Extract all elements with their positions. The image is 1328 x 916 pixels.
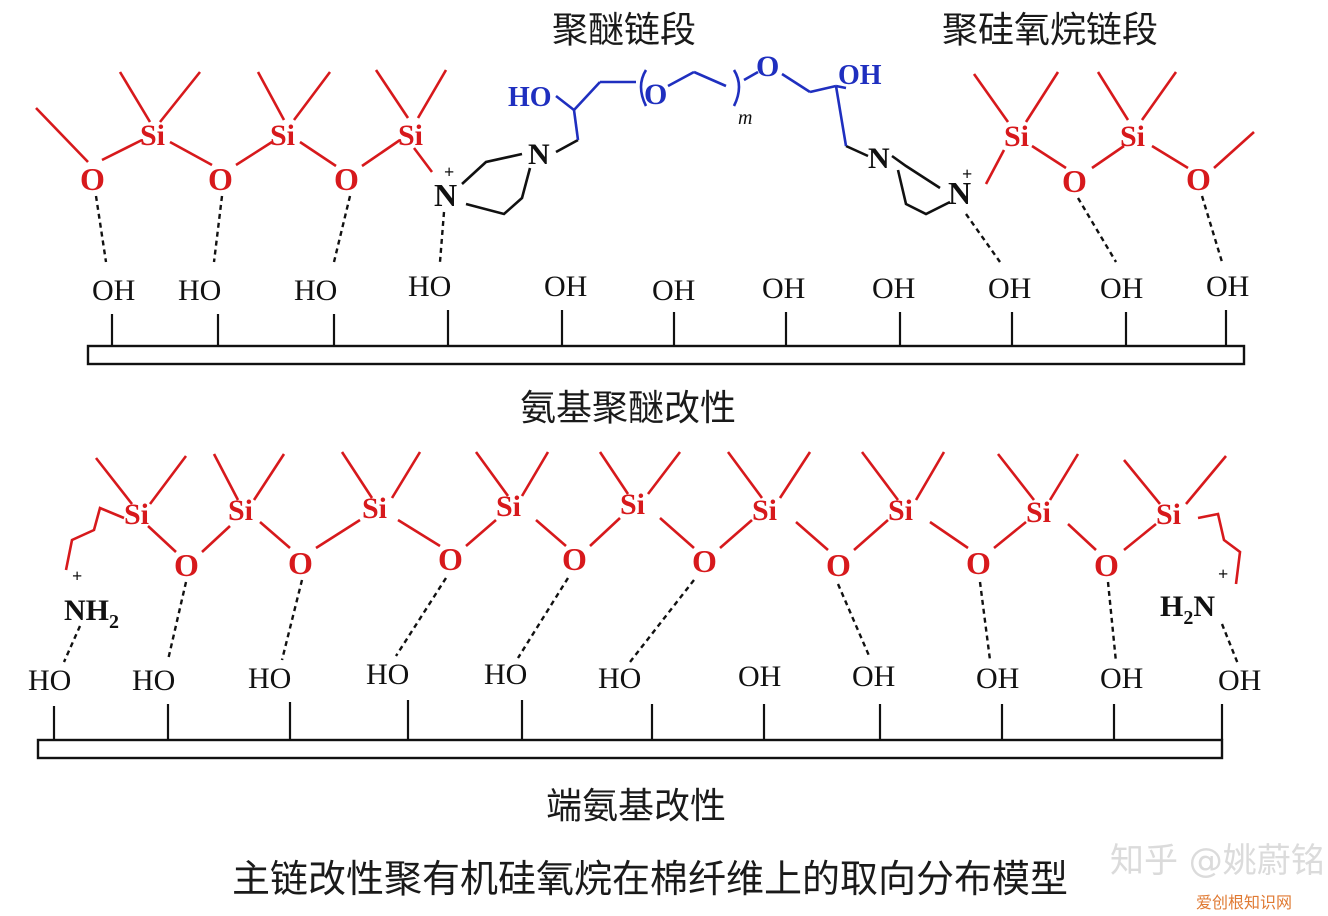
cellulose-oh: OH <box>1206 270 1249 303</box>
figure-caption: 主链改性聚有机硅氧烷在棉纤维上的取向分布模型 <box>232 857 1068 901</box>
amine-subscript: 2 <box>1183 607 1193 629</box>
caption-polysiloxane-segment: 聚硅氧烷链段 <box>942 10 1158 51</box>
panel-title-amino-polyether: 氨基聚醚改性 <box>520 388 736 429</box>
atom-n-plus: N <box>948 175 971 211</box>
cellulose-ho: HO <box>366 658 409 691</box>
cotton-fiber-substrate <box>86 344 1246 366</box>
piperazine-rings <box>461 138 951 216</box>
panel-amino-polyether: Si Si Si O O O Si Si O O N + N N N + <box>35 50 1255 429</box>
atom-o: O <box>80 161 105 197</box>
cellulose-oh: OH <box>544 270 587 303</box>
atom-si: Si <box>620 488 645 521</box>
cellulose-ho: HO <box>294 274 337 307</box>
methyl-bonds <box>94 451 1227 505</box>
atom-si: Si <box>752 494 777 527</box>
siloxane-bonds-left <box>35 69 448 173</box>
cellulose-ho: HO <box>132 664 175 697</box>
atom-si: Si <box>228 494 253 527</box>
atom-si: Si <box>1004 120 1029 153</box>
atom-si: Si <box>362 492 387 525</box>
atom-o: O <box>438 541 463 577</box>
charge-plus: + <box>444 162 454 182</box>
cellulose-oh: OH <box>976 662 1019 695</box>
atom-si: Si <box>1120 120 1145 153</box>
atom-ho: HO <box>508 82 552 113</box>
cellulose-oh: OH <box>652 274 695 307</box>
hydrogen-bonds <box>62 577 1240 665</box>
atom-o: O <box>334 161 359 197</box>
substrate-ticks <box>110 310 1228 346</box>
cellulose-oh: OH <box>872 272 915 305</box>
cellulose-ho: HO <box>598 662 641 695</box>
atom-si: Si <box>1026 496 1051 529</box>
cellulose-oh: OH <box>762 272 805 305</box>
atom-o: O <box>1094 547 1119 583</box>
atom-si: Si <box>888 494 913 527</box>
atom-si: Si <box>140 119 165 152</box>
cellulose-ho: HO <box>484 658 527 691</box>
atom-o: O <box>208 161 233 197</box>
panel-title-terminal-amino: 端氨基改性 <box>546 786 726 827</box>
cellulose-oh: OH <box>1100 272 1143 305</box>
amine-subscript: 2 <box>109 611 119 633</box>
terminal-amine-right: H2N <box>1160 590 1215 629</box>
cellulose-oh: OH <box>852 660 895 693</box>
polyether-bonds <box>555 69 848 147</box>
amine-nh: NH <box>64 594 109 627</box>
atom-oh: OH <box>838 60 882 91</box>
charge-plus: + <box>1218 564 1228 584</box>
atom-o: O <box>1062 163 1087 199</box>
watermark-site: 爱创根知识网 <box>1196 893 1292 912</box>
atom-n-plus: N <box>434 177 457 213</box>
atom-si: Si <box>124 498 149 531</box>
atom-o: O <box>644 78 667 111</box>
atom-si: Si <box>1156 498 1181 531</box>
atom-si: Si <box>270 119 295 152</box>
atom-si: Si <box>398 119 423 152</box>
hydrogen-bonds <box>94 195 1224 263</box>
substrate-ticks <box>52 700 1224 740</box>
amine-h: H <box>1160 590 1183 623</box>
cellulose-ho: HO <box>178 274 221 307</box>
atom-o: O <box>1186 161 1211 197</box>
atom-o: O <box>288 545 313 581</box>
cellulose-oh: OH <box>92 274 135 307</box>
atom-o: O <box>562 541 587 577</box>
atom-o: O <box>174 547 199 583</box>
cotton-fiber-substrate <box>36 738 1224 760</box>
cellulose-oh: OH <box>988 272 1031 305</box>
caption-polyether-segment: 聚醚链段 <box>552 10 696 51</box>
atom-o: O <box>966 545 991 581</box>
siloxane-backbone <box>64 506 1242 585</box>
charge-plus: + <box>962 164 972 184</box>
atom-o: O <box>756 50 779 83</box>
cellulose-ho: HO <box>28 664 71 697</box>
terminal-amine-left: NH2 <box>64 594 119 633</box>
cellulose-oh: OH <box>738 660 781 693</box>
siloxane-bonds-right <box>972 71 1255 185</box>
atom-si: Si <box>496 490 521 523</box>
amine-n: N <box>1193 590 1215 623</box>
atom-n: N <box>528 138 550 171</box>
repeat-index-m: m <box>738 107 752 129</box>
charge-plus: + <box>72 566 82 586</box>
atom-o: O <box>692 543 717 579</box>
cellulose-ho: HO <box>408 270 451 303</box>
panel-terminal-amino: Si Si Si Si Si Si Si Si Si O O O O O O O… <box>28 451 1261 827</box>
atom-n: N <box>868 142 890 175</box>
atom-o: O <box>826 547 851 583</box>
cellulose-oh: OH <box>1218 664 1261 697</box>
cellulose-ho: HO <box>248 662 291 695</box>
watermark: 知乎 @姚蔚铭 <box>1110 841 1325 881</box>
cellulose-oh: OH <box>1100 662 1143 695</box>
